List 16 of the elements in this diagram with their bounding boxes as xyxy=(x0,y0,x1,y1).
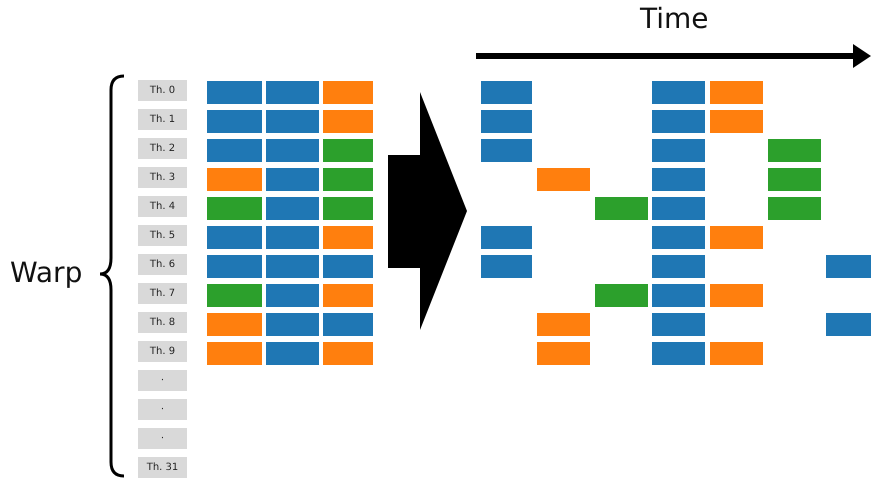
thread-label: · xyxy=(138,370,187,391)
thread-label: Th. 5 xyxy=(138,225,187,246)
thread-label: Th. 1 xyxy=(138,109,187,130)
axis-title: Time xyxy=(640,2,709,35)
thread-label: Th. 9 xyxy=(138,341,187,362)
thread-label: Th. 7 xyxy=(138,283,187,304)
thread-label: Th. 4 xyxy=(138,196,187,217)
thread-label: · xyxy=(138,428,187,449)
thread-label: Th. 31 xyxy=(138,457,187,478)
thread-label: Th. 3 xyxy=(138,167,187,188)
group-label: Warp xyxy=(10,256,82,289)
thread-label: Th. 8 xyxy=(138,312,187,333)
thread-label: Th. 0 xyxy=(138,80,187,101)
thread-label: · xyxy=(138,399,187,420)
thread-label: Th. 6 xyxy=(138,254,187,275)
thread-label: Th. 2 xyxy=(138,138,187,159)
